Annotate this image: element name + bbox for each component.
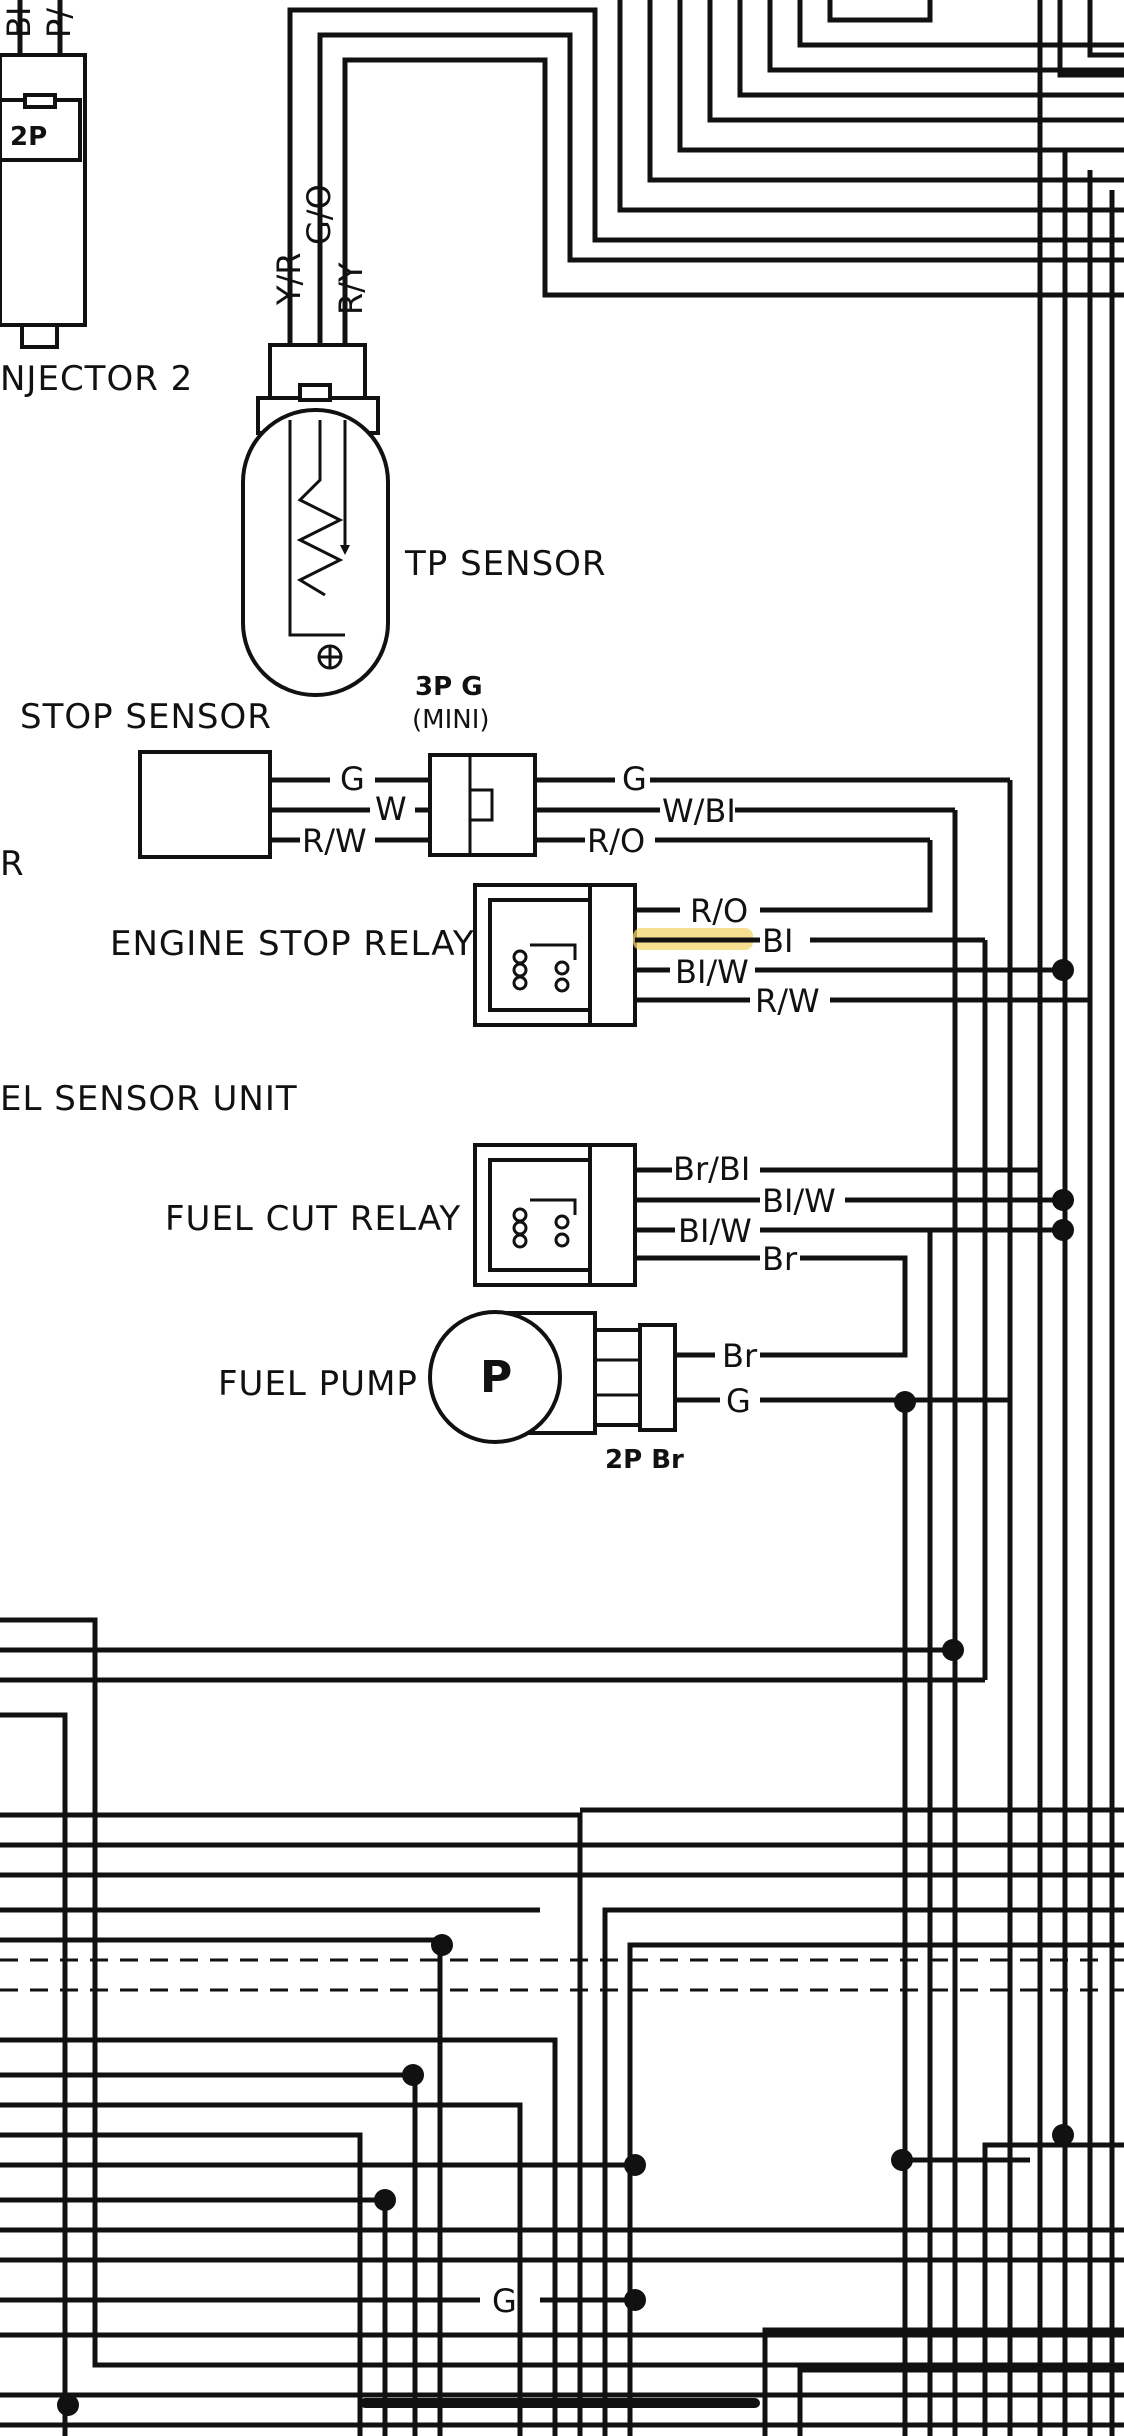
fuel-pump-connector-label: 2P Br — [605, 1445, 684, 1475]
wire-label-conn-r-o: R/O — [587, 822, 645, 860]
engine-stop-relay: ENGINE STOP RELAY R/O BI BI/W R/W — [110, 883, 1090, 1680]
wire-label-bottom-g: G — [492, 2282, 517, 2320]
wire-label-conn-g: G — [622, 760, 647, 798]
injector-2-wire-p: P/ — [40, 8, 78, 38]
fuel-pump: FUEL PUMP P Br G 2P Br — [218, 1310, 1010, 2436]
tp-sensor-wiring: Y/R G/O R/Y — [270, 0, 1124, 2436]
wire-label-stop-w: W — [375, 790, 407, 828]
wire-label-y-r: Y/R — [270, 252, 308, 306]
wire-label-r-y: R/Y — [332, 262, 370, 315]
wire-label-pump-br: Br — [722, 1337, 758, 1375]
edge-r-label: R — [0, 844, 25, 884]
fuel-sensor-unit-label: EL SENSOR UNIT — [0, 1079, 298, 1119]
connector-3p-label: 3P G — [415, 672, 483, 702]
engine-stop-relay-label: ENGINE STOP RELAY — [110, 924, 475, 964]
wire-label-fcr-br: Br — [762, 1240, 798, 1278]
lower-harness: G — [0, 1230, 1124, 2436]
tp-sensor: TP SENSOR — [241, 343, 607, 697]
fuel-cut-relay: FUEL CUT RELAY Br/BI BI/W BI/W Br — [165, 1143, 1074, 1358]
injector-2-wire-bl: BI — [0, 7, 38, 38]
injector-2-label: NJECTOR 2 — [0, 359, 193, 399]
fuel-pump-label: FUEL PUMP — [218, 1364, 418, 1404]
injector-2: 2P BI P/ NJECTOR 2 — [0, 0, 193, 399]
wire-label-fcr-bl-w-outer: BI/W — [762, 1182, 836, 1220]
injector-2-connector-label: 2P — [10, 122, 47, 152]
wire-label-fcr-br-bl: Br/BI — [673, 1150, 750, 1188]
wire-label-g-o: G/O — [300, 184, 338, 245]
wire-label-conn-w-bl: W/BI — [662, 792, 736, 830]
stop-sensor-label: STOP SENSOR — [20, 697, 272, 737]
wire-label-esr-bl: BI — [762, 922, 793, 960]
connector-3p-sublabel: (MINI) — [412, 705, 490, 735]
wire-label-esr-r-w: R/W — [755, 982, 820, 1020]
wire-label-esr-r-o: R/O — [690, 892, 748, 930]
wire-label-stop-g: G — [340, 760, 365, 798]
wire-label-esr-bl-w: BI/W — [675, 953, 749, 991]
wire-label-pump-g: G — [726, 1382, 751, 1420]
stop-sensor: STOP SENSOR R G W R/W — [0, 697, 430, 884]
fuel-pump-symbol: P — [480, 1352, 513, 1403]
home-indicator[interactable] — [360, 2398, 760, 2408]
wire-label-fcr-bl-w: BI/W — [678, 1212, 752, 1250]
wire-label-stop-r-w: R/W — [302, 822, 367, 860]
tp-sensor-label: TP SENSOR — [404, 544, 607, 584]
fuel-cut-relay-label: FUEL CUT RELAY — [165, 1199, 461, 1239]
